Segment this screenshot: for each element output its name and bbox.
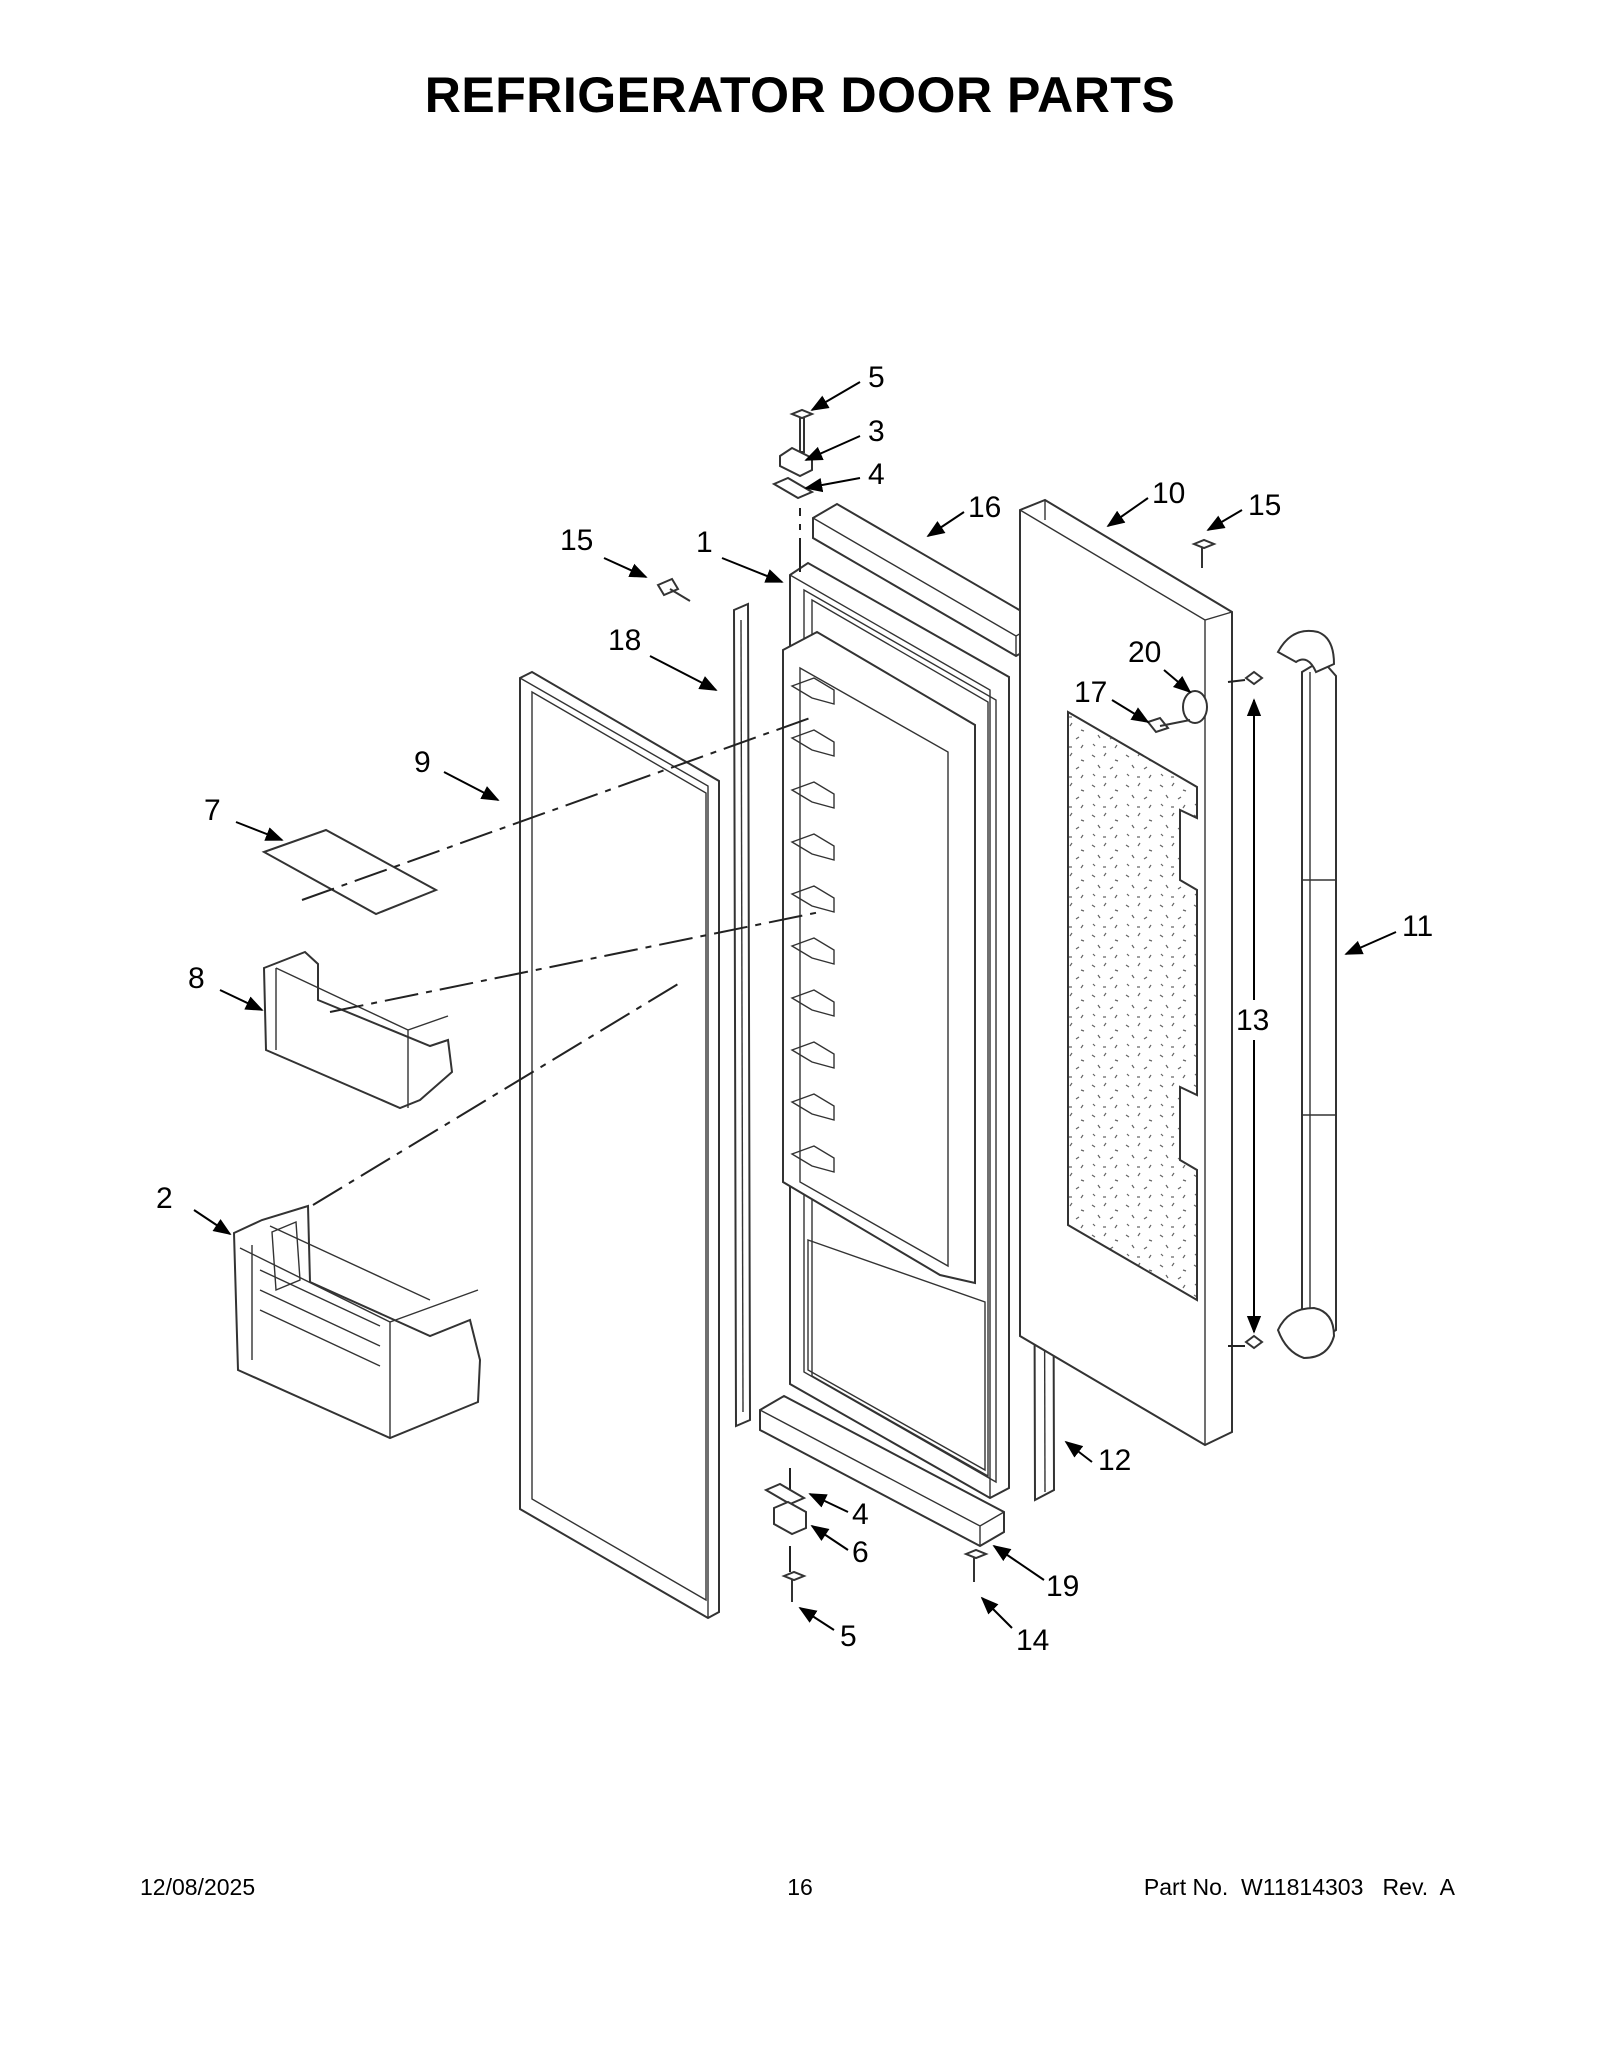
- screw-15-right: [1191, 538, 1217, 568]
- hinge-shim-4-bottom: [763, 1482, 807, 1506]
- bottom-channel-19: [759, 1394, 1005, 1548]
- page-title: REFRIGERATOR DOOR PARTS: [424, 67, 1176, 123]
- callout-17: 17: [1074, 676, 1107, 709]
- screw-14: [963, 1548, 989, 1582]
- callout-11: 11: [1402, 910, 1433, 943]
- screw-17: [1146, 716, 1191, 734]
- callout-18: 18: [608, 624, 641, 657]
- screw-13-top: [1244, 670, 1264, 686]
- door-bin-2: [232, 1204, 482, 1440]
- hinge-screw-5-bottom: [781, 1570, 807, 1602]
- callout-14: 14: [1016, 1624, 1049, 1657]
- hinge-pin-6: [773, 1500, 807, 1536]
- callout-6: 6: [852, 1536, 869, 1569]
- callout-4-bottom: 4: [852, 1498, 869, 1531]
- callout-1: 1: [696, 526, 713, 559]
- screw-15-left: [656, 577, 691, 602]
- callout-13: 13: [1236, 1004, 1269, 1037]
- callout-10: 10: [1152, 477, 1185, 510]
- plug-20: [1182, 690, 1208, 724]
- callout-4-top: 4: [868, 458, 885, 491]
- callout-15-right: 15: [1248, 489, 1281, 522]
- callout-16: 16: [968, 491, 1001, 524]
- callout-2: 2: [156, 1182, 173, 1215]
- callout-5-top: 5: [868, 361, 885, 394]
- footer-page-number: 16: [787, 1874, 813, 1900]
- door-bin-8: [262, 950, 454, 1110]
- callout-12: 12: [1098, 1444, 1131, 1477]
- callout-3: 3: [868, 415, 885, 448]
- callout-labels: 5 3 4 16 10 15 15 1 18 20 17 9 7 11 8 13…: [156, 361, 1433, 1657]
- callout-5-bottom: 5: [840, 1620, 857, 1653]
- footer-date: 12/08/2025: [140, 1874, 256, 1900]
- handle-11: [1276, 630, 1337, 1360]
- alignment-lines: [301, 508, 1246, 1572]
- label-7: [261, 828, 439, 916]
- strip-18: [732, 602, 752, 1428]
- callout-15-left: 15: [560, 524, 593, 557]
- hinge-screw-5-top: [789, 408, 815, 453]
- screw-13-bottom: [1244, 1334, 1264, 1350]
- hinge-bracket-3: [779, 446, 813, 478]
- outer-panel-10: [1019, 498, 1233, 1447]
- callout-19: 19: [1046, 1570, 1079, 1603]
- callout-arrows: [193, 381, 1397, 1631]
- footer-part-number: Part No. W11814303 Rev. A: [1143, 1874, 1455, 1900]
- callout-20: 20: [1128, 636, 1161, 669]
- door-panel-9: [519, 670, 720, 1620]
- callout-8: 8: [188, 962, 205, 995]
- callout-9: 9: [414, 746, 431, 779]
- callout-7: 7: [204, 794, 221, 827]
- door-liner-1: [782, 561, 1010, 1500]
